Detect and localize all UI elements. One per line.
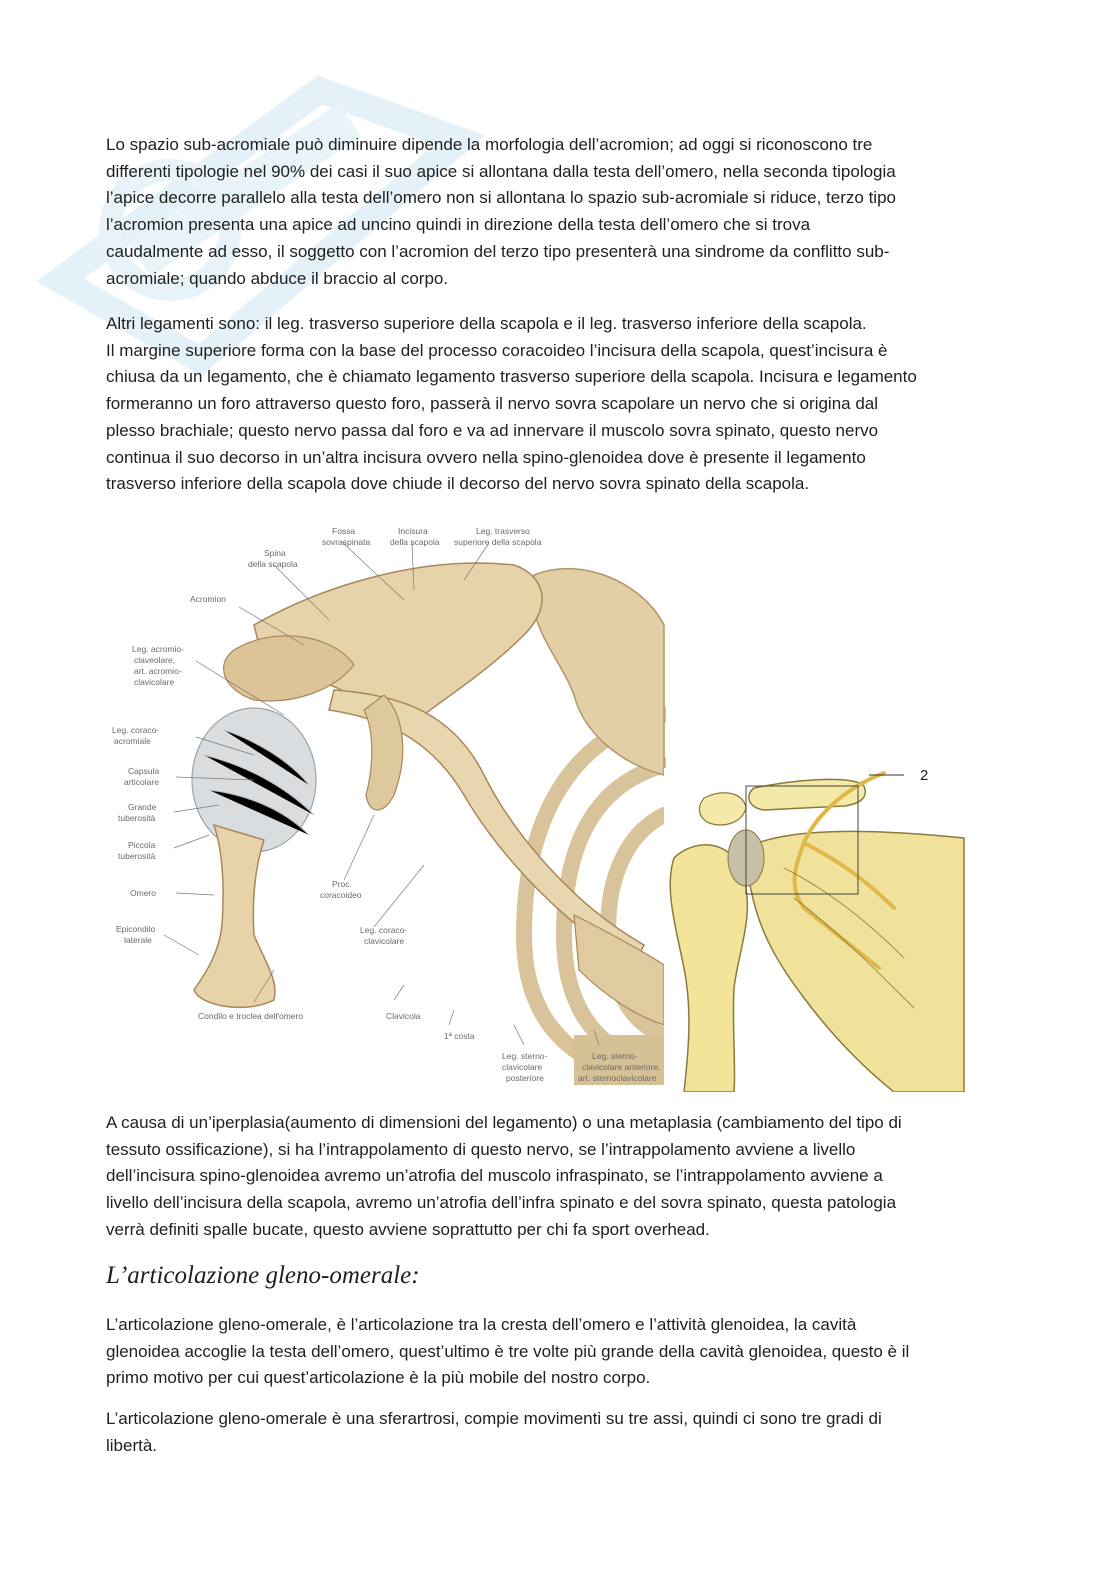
paragraph-sferartrosi: L’articolazione gleno-omerale è una sfer… bbox=[106, 1406, 1006, 1459]
label-leg-acromio-clavicolare: Leg. acromio-claveolare,art. acromio-cla… bbox=[132, 644, 184, 687]
text-line: Lo spazio sub-acromiale può diminuire di… bbox=[106, 135, 873, 154]
text-line: plesso brachiale; questo nervo passa dal… bbox=[106, 420, 879, 440]
label-condilo-troclea: Condilo e troclea dell'omero bbox=[198, 1011, 303, 1021]
text-line: primo motivo per cui quest’articolazione… bbox=[106, 1368, 651, 1388]
scapula-nerve-illustration: 2 bbox=[664, 768, 966, 1092]
text-line: dell’incisura spino-glenoidea avremo un’… bbox=[106, 1166, 883, 1186]
text-line: L’articolazione gleno-omerale è una sfer… bbox=[106, 1409, 882, 1428]
label-leg-coraco-acromiale: Leg. coraco-acromiale bbox=[112, 725, 159, 746]
text-line: differenti tipologie nel 90% dei casi il… bbox=[106, 161, 896, 181]
paragraph-gleno-omerale: L’articolazione gleno-omerale, è l’artic… bbox=[106, 1312, 1006, 1392]
text-line: verrà definiti spalle bucate, questo avv… bbox=[106, 1219, 710, 1239]
text-line: libertà. bbox=[106, 1435, 158, 1455]
text-line: continua il suo decorso in un’altra inci… bbox=[106, 447, 866, 467]
section-heading: L’articolazione gleno-omerale: bbox=[106, 1262, 420, 1289]
paragraph-ligaments: Altri legamenti sono: il leg. trasverso … bbox=[106, 311, 1006, 498]
text-line: livello dell’incisura della scapola, avr… bbox=[106, 1193, 897, 1213]
label-proc-coracoideo: Proc.coracoideo bbox=[320, 879, 362, 900]
text-line: l’apice decorre parallelo alla testa del… bbox=[106, 188, 896, 208]
text-line: formeranno un foro attraverso questo for… bbox=[106, 394, 879, 414]
text-line: glenoidea accoglie la testa dell’omero, … bbox=[106, 1341, 910, 1361]
label-prima-costa: 1ª costa bbox=[444, 1031, 475, 1041]
text-line: trasverso inferiore della scapola dove c… bbox=[106, 474, 810, 494]
text-line: acromiale; quando abduce il braccio al c… bbox=[106, 268, 449, 288]
label-leg-coraco-clavicolare: Leg. coraco-clavicolare bbox=[360, 925, 407, 946]
text-line: A causa di un’iperplasia(aumento di dime… bbox=[106, 1113, 902, 1132]
text-line: tessuto ossificazione), si ha l’intrappo… bbox=[106, 1139, 856, 1159]
label-number-2: 2 bbox=[920, 768, 928, 784]
label-omero: Omero bbox=[130, 888, 156, 898]
text-line: L’articolazione gleno-omerale, è l’artic… bbox=[106, 1315, 857, 1334]
paragraph-subacromial: Lo spazio sub-acromiale può diminuire di… bbox=[106, 132, 1006, 292]
text-line: Il margine superiore forma con la base d… bbox=[106, 340, 888, 360]
text-line: caudalmente ad esso, il soggetto con l’a… bbox=[106, 241, 890, 261]
label-acromion: Acromion bbox=[190, 594, 226, 604]
label-leg-sterno-anteriore: Leg. sterno-clavicolare anteriore,art. s… bbox=[578, 1051, 660, 1083]
text-line: l’acromion presenta una apice ad uncino … bbox=[106, 215, 811, 235]
text-line: Altri legamenti sono: il leg. trasverso … bbox=[106, 314, 867, 333]
paragraph-entrapment: A causa di un’iperplasia(aumento di dime… bbox=[106, 1110, 1006, 1244]
label-clavicola: Clavicola bbox=[386, 1011, 421, 1021]
text-line: chiusa da un legamento, che è chiamato l… bbox=[106, 367, 917, 387]
